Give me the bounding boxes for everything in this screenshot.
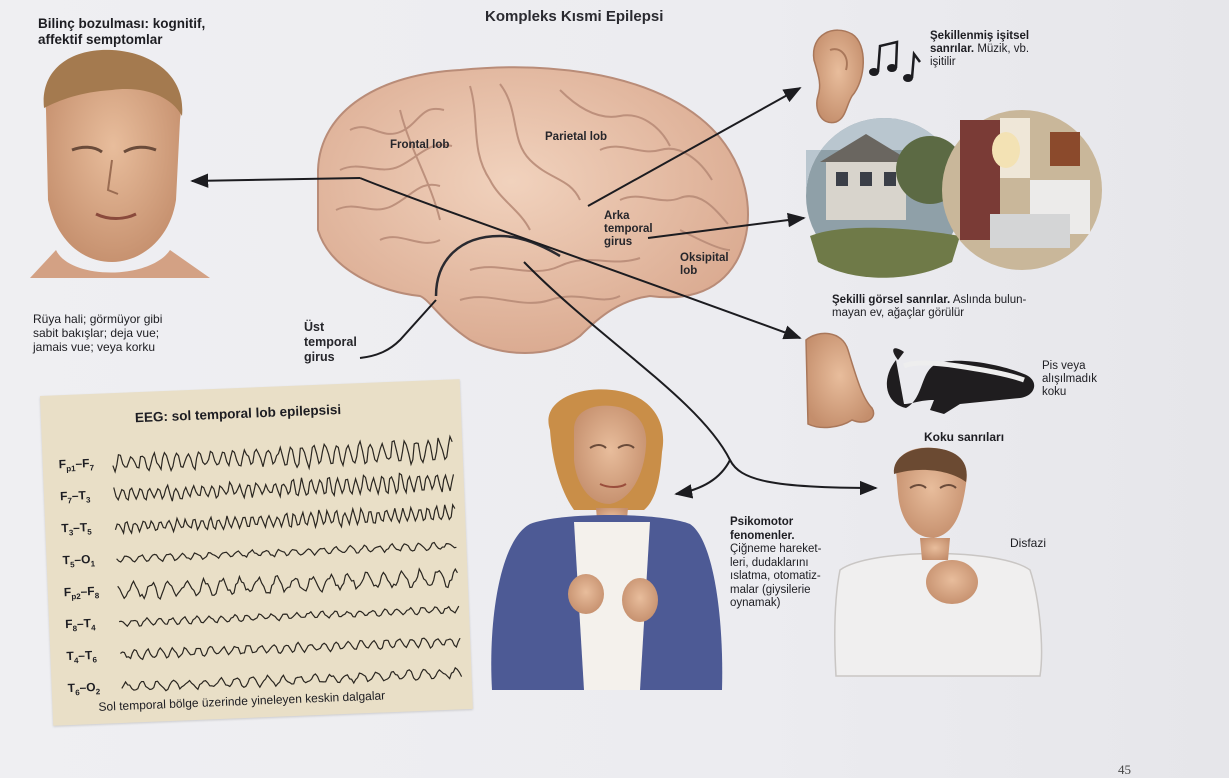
eeg-trace bbox=[117, 567, 458, 600]
label-ust-line2: temporal bbox=[304, 335, 357, 350]
caption-smell: Pis veya alışılmadık koku bbox=[1042, 360, 1097, 399]
caption-dream-state: Rüya hali; görmüyor gibi sabit bakışlar;… bbox=[33, 312, 203, 354]
visual-rest1: Aslında bulun- bbox=[950, 294, 1026, 306]
eeg-traces bbox=[40, 379, 473, 726]
caption-dysphasia: Disfazi bbox=[1010, 536, 1046, 550]
music-notes-icon bbox=[869, 42, 920, 82]
label-arka-line3: girus bbox=[604, 236, 653, 249]
caption-psychomotor: Psikomotor fenomenler. Çiğneme hareket- … bbox=[730, 516, 821, 611]
label-frontal-lobe: Frontal lob bbox=[390, 139, 449, 152]
visual-line2: mayan ev, ağaçlar görülür bbox=[832, 307, 1026, 320]
caption-visual-hallucinations: Şekilli görsel sanrılar. Aslında bulun- … bbox=[832, 294, 1026, 320]
label-parietal-lobe: Parietal lob bbox=[545, 131, 607, 144]
label-posterior-temporal-gyrus: Arka temporal girus bbox=[604, 210, 653, 249]
face-man-dreamy bbox=[30, 50, 210, 278]
page-number: 45 bbox=[1118, 762, 1131, 778]
eeg-panel: EEG: sol temporal lob epilepsisi Fp1–F7F… bbox=[40, 379, 473, 726]
label-oks-line1: Oksipital bbox=[680, 252, 729, 265]
psychomotor-line4: leri, dudaklarını bbox=[730, 557, 821, 571]
psychomotor-line5: ıslatma, otomatiz- bbox=[730, 570, 821, 584]
man-dysphasia bbox=[835, 448, 1042, 676]
eeg-trace bbox=[122, 668, 462, 693]
psychomotor-line6: malar (giysilerie bbox=[730, 584, 821, 598]
smell-line1: Pis veya bbox=[1042, 360, 1097, 373]
eeg-trace bbox=[114, 471, 455, 505]
smell-line2: alışılmadık bbox=[1042, 373, 1097, 386]
visual-hallucination-room bbox=[942, 110, 1102, 270]
label-ust-line3: girus bbox=[304, 350, 357, 365]
eeg-trace bbox=[120, 636, 460, 661]
eeg-trace bbox=[116, 541, 456, 563]
nose-illustration bbox=[806, 333, 874, 427]
psychomotor-line1: Psikomotor bbox=[730, 516, 821, 530]
smell-line3: koku bbox=[1042, 386, 1097, 399]
caption-left-line2: sabit bakışlar; deja vue; bbox=[33, 326, 203, 340]
visual-bold: Şekilli görsel sanrılar. bbox=[832, 294, 950, 306]
label-arka-line2: temporal bbox=[604, 223, 653, 236]
label-ust-line1: Üst bbox=[304, 320, 357, 335]
auditory-bold2: sanrılar. bbox=[930, 43, 974, 55]
skunk-illustration bbox=[887, 348, 1034, 414]
visual-hallucination-house bbox=[806, 118, 964, 278]
woman-psychomotor bbox=[491, 389, 722, 690]
label-superior-temporal-gyrus: Üst temporal girus bbox=[304, 320, 357, 365]
brain-illustration bbox=[318, 67, 748, 353]
label-arka-line1: Arka bbox=[604, 210, 653, 223]
label-occipital-lobe: Oksipital lob bbox=[680, 252, 729, 278]
caption-auditory-hallucinations: Şekillenmiş işitsel sanrılar. Müzik, vb.… bbox=[930, 30, 1029, 69]
eeg-trace bbox=[112, 436, 453, 476]
psychomotor-line2: fenomenler. bbox=[730, 530, 821, 544]
caption-olfactory-title: Koku sanrıları bbox=[924, 430, 1004, 444]
label-oks-line2: lob bbox=[680, 265, 729, 278]
psychomotor-line3: Çiğneme hareket- bbox=[730, 543, 821, 557]
caption-left-line3: jamais vue; veya korku bbox=[33, 340, 203, 354]
auditory-line3: işitilir bbox=[930, 56, 1029, 69]
caption-left-line1: Rüya hali; görmüyor gibi bbox=[33, 312, 203, 326]
eeg-trace bbox=[119, 605, 459, 627]
eeg-trace bbox=[115, 504, 455, 535]
psychomotor-line7: oynamak) bbox=[730, 597, 821, 611]
ear-illustration bbox=[814, 30, 864, 122]
auditory-rest2: Müzik, vb. bbox=[974, 43, 1029, 55]
auditory-line1: Şekillenmiş işitsel bbox=[930, 30, 1029, 43]
